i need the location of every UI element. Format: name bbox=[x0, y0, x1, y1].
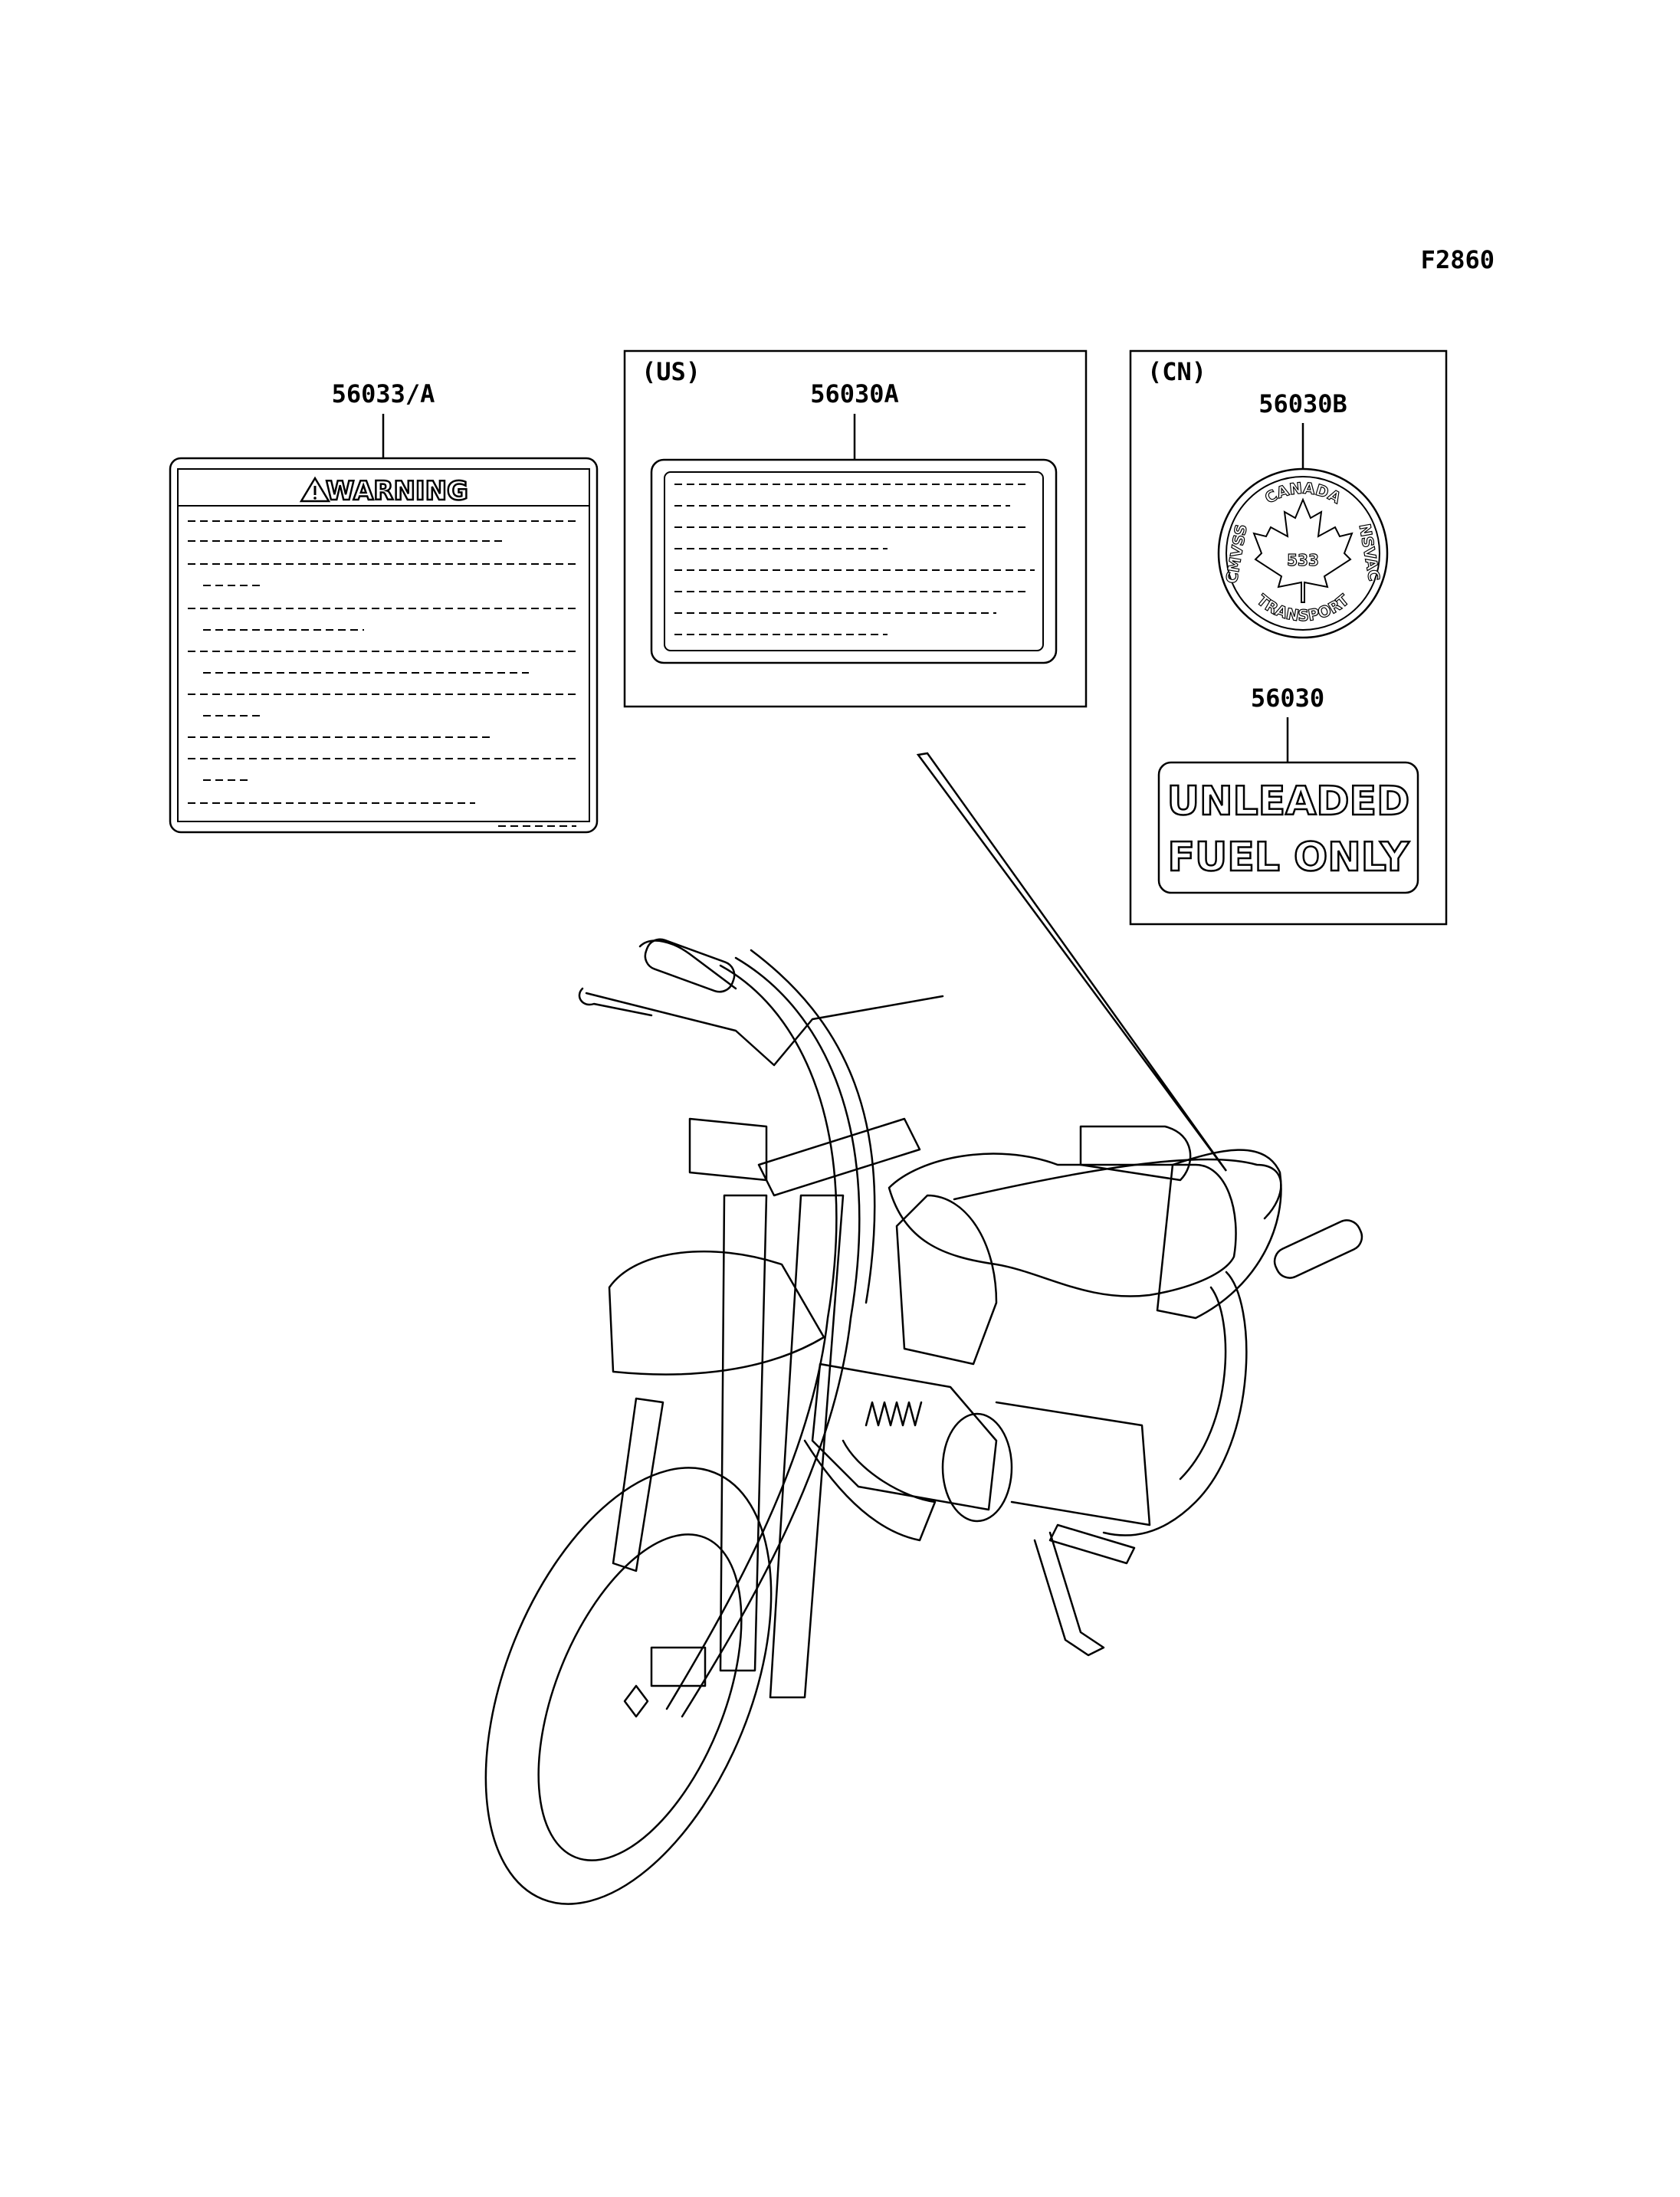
warning-label-outer bbox=[169, 457, 599, 834]
motorcycle-icon bbox=[484, 938, 1363, 1905]
us-label-lines bbox=[674, 484, 1035, 635]
warning-label-group: 56033/A WARNING bbox=[169, 379, 599, 834]
seal-part-number[interactable]: 56030B bbox=[1258, 389, 1347, 418]
cn-label-group: (CN) 56030B CANADA TRANSPORT CMVSS NSVAC… bbox=[1129, 349, 1448, 926]
seal-bottom-text: TRANSPORT bbox=[1253, 590, 1353, 625]
warning-body-lines bbox=[188, 520, 576, 827]
us-label-part-number[interactable]: 56030A bbox=[810, 379, 899, 408]
seal-right-text: NSVAC bbox=[1356, 523, 1384, 582]
fuel-label-box bbox=[1157, 761, 1419, 894]
seal-left-text: CMVSS bbox=[1222, 523, 1251, 585]
seal-inner-ring bbox=[1226, 476, 1380, 631]
warning-label-part-number[interactable]: 56033/A bbox=[332, 379, 435, 408]
us-label-inner bbox=[664, 471, 1044, 651]
fuel-label-line2: FUEL ONLY bbox=[1168, 835, 1410, 880]
location-pointer bbox=[916, 752, 1228, 1172]
warning-heading: WARNING bbox=[326, 476, 468, 507]
us-label-outer bbox=[650, 458, 1058, 664]
fuel-label-part-number[interactable]: 56030 bbox=[1251, 684, 1324, 713]
us-region-box bbox=[623, 349, 1088, 708]
warning-label-inner bbox=[177, 468, 590, 822]
maple-leaf-icon bbox=[1252, 497, 1354, 603]
us-region-label: (US) bbox=[641, 357, 701, 386]
fuel-label-line1: UNLEADED bbox=[1167, 779, 1410, 825]
cn-region-label: (CN) bbox=[1147, 357, 1206, 386]
us-label-group: (US) 56030A bbox=[623, 349, 1088, 708]
cn-region-box bbox=[1129, 349, 1448, 926]
seal-outer-ring bbox=[1217, 467, 1389, 639]
warning-triangle-icon bbox=[299, 476, 331, 503]
seal-center-number: 533 bbox=[1287, 551, 1319, 569]
figure-code: F2860 bbox=[1421, 245, 1495, 274]
canada-seal: CANADA TRANSPORT CMVSS NSVAC 533 bbox=[1217, 467, 1389, 639]
